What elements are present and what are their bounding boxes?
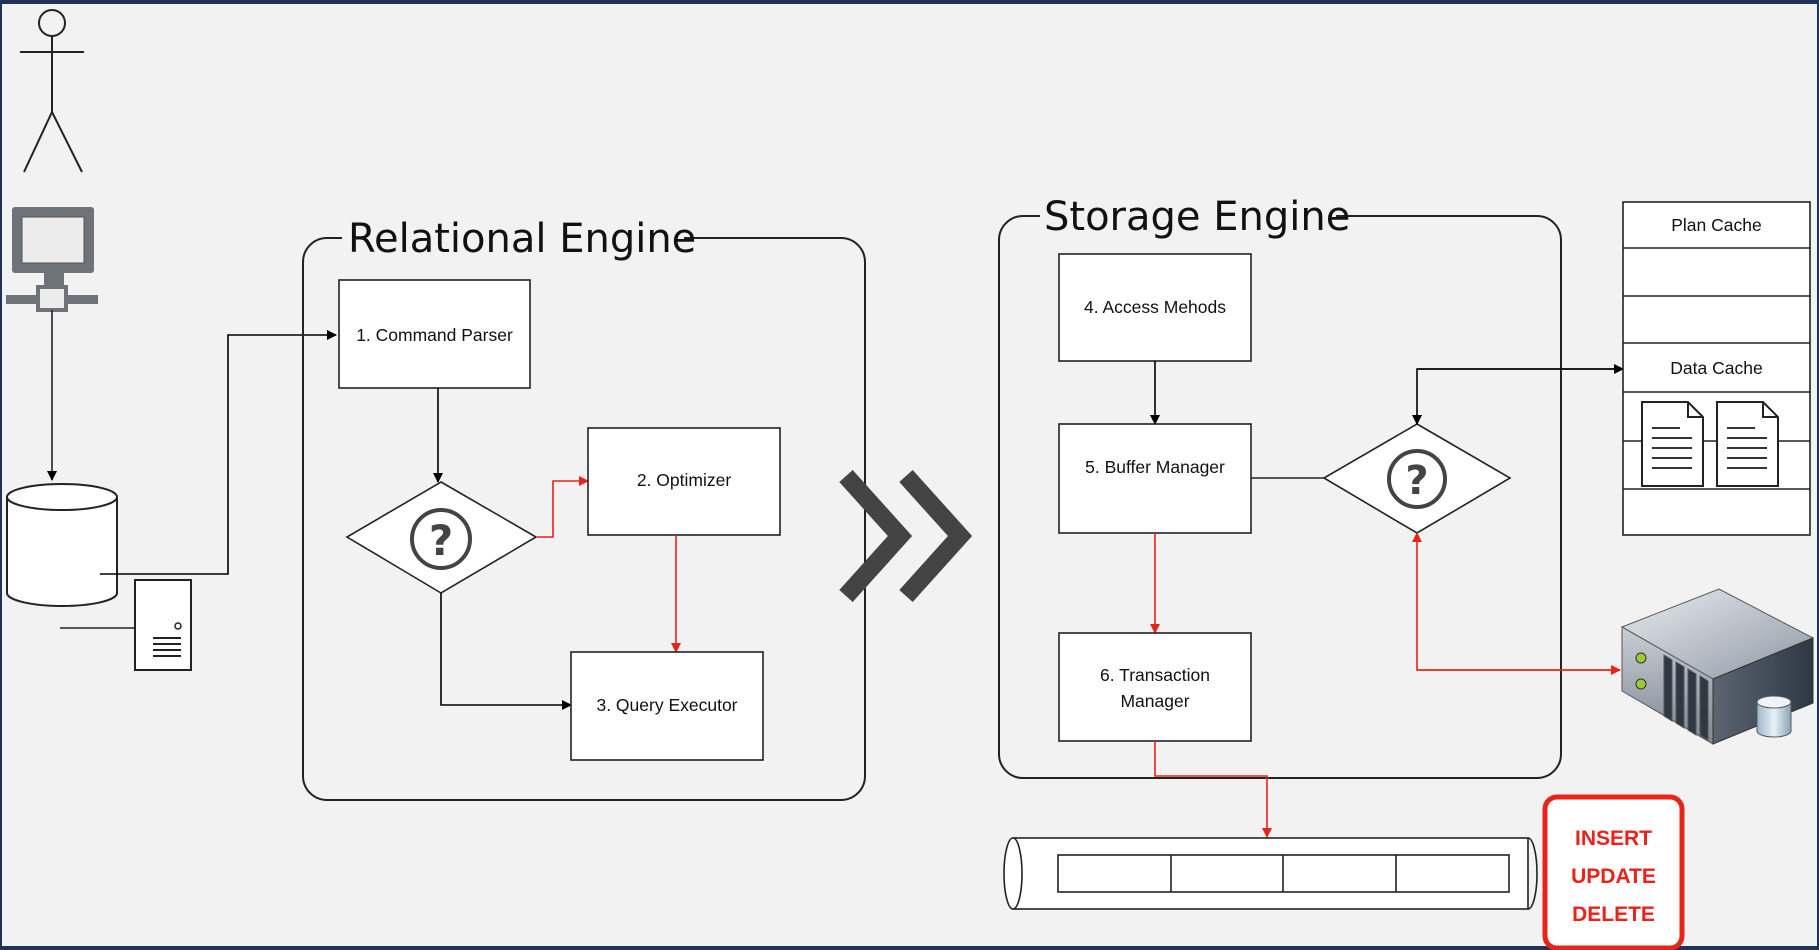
delete-label: DELETE [1572, 903, 1655, 926]
storage-decision-diamond: ? [1322, 423, 1512, 534]
storage-engine-title: Storage Engine [1044, 194, 1350, 240]
document-icon [1716, 401, 1779, 487]
computer-icon [6, 207, 98, 312]
command-parser-label: 1. Command Parser [356, 325, 513, 345]
command-parser-box: 1. Command Parser [338, 279, 531, 389]
relational-engine-title: Relational Engine [348, 216, 696, 262]
query-executor-box: 3. Query Executor [570, 651, 764, 761]
relational-engine-container: Relational Engine [302, 210, 866, 801]
transaction-to-log-arrow [1154, 741, 1272, 838]
question-mark-icon: ? [429, 516, 453, 565]
client-to-parser-arrow [100, 330, 337, 575]
user-icon [20, 9, 84, 173]
buffer-manager-label: 5. Buffer Manager [1085, 457, 1225, 477]
optimizer-box: 2. Optimizer [587, 427, 781, 536]
document-icon [1641, 401, 1704, 487]
database-cylinder-icon [1756, 695, 1792, 738]
dml-statements-box: INSERT UPDATE DELETE [1542, 794, 1685, 950]
decision-to-executor-arrow [440, 593, 572, 710]
database-icon [6, 483, 118, 607]
buffer-manager-box: 5. Buffer Manager [1058, 423, 1252, 534]
storage-engine-container: Storage Engine [998, 190, 1562, 779]
update-label: UPDATE [1571, 865, 1656, 888]
transaction-manager-box: 6. Transaction Manager [1058, 632, 1252, 742]
decision-to-optimizer-arrow [536, 476, 589, 538]
access-methods-box: 4. Access Mehods [1058, 253, 1252, 362]
transaction-manager-label-line2: Manager [1120, 691, 1189, 711]
transaction-log-cylinder [1003, 837, 1538, 910]
insert-label: INSERT [1575, 827, 1652, 850]
plan-cache-label: Plan Cache [1671, 215, 1761, 235]
server-icon [1620, 588, 1815, 745]
transaction-manager-label-line1: 6. Transaction [1100, 665, 1210, 685]
question-mark-icon: ? [1405, 458, 1428, 504]
file-icon [134, 579, 192, 671]
double-chevron-icon [839, 469, 973, 603]
optimizer-label: 2. Optimizer [637, 470, 731, 490]
access-methods-label: 4. Access Mehods [1084, 297, 1226, 317]
query-executor-label: 3. Query Executor [596, 695, 737, 715]
data-cache-label: Data Cache [1670, 358, 1762, 378]
relational-decision-diamond: ? [345, 481, 538, 594]
